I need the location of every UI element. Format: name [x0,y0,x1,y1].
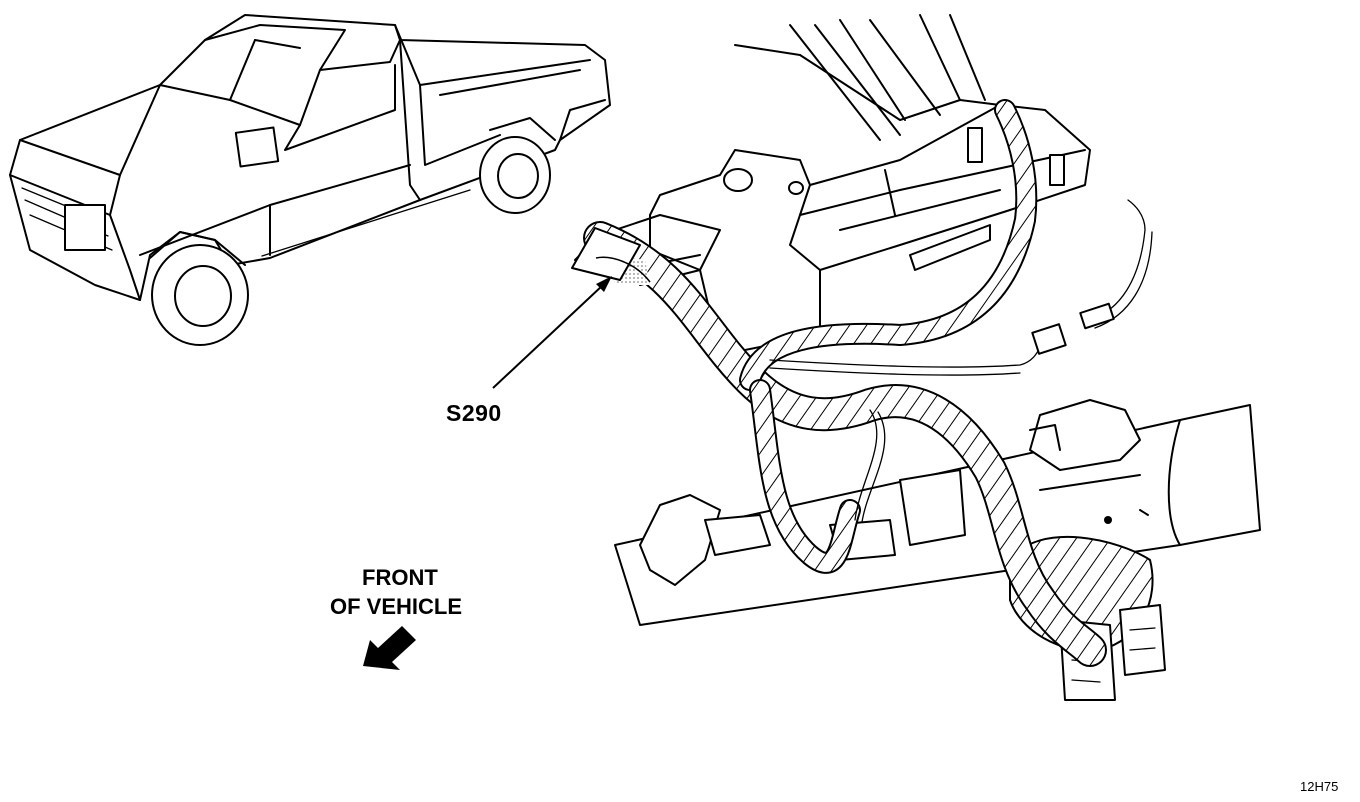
pickup-truck-icon [9,14,611,346]
instrument-panel-structure [574,14,1091,356]
steering-column [614,399,1261,701]
direction-label-line2: OF VEHICLE [330,594,463,619]
direction-label-line1: FRONT [362,565,438,590]
front-direction-arrow-icon [363,626,416,670]
splice-label: S290 [446,400,502,426]
s290-leader-line [492,276,612,389]
wiring-harness [583,99,1153,667]
splice-s290-marker [571,227,651,285]
figure-code: 12H75 [1300,779,1339,794]
